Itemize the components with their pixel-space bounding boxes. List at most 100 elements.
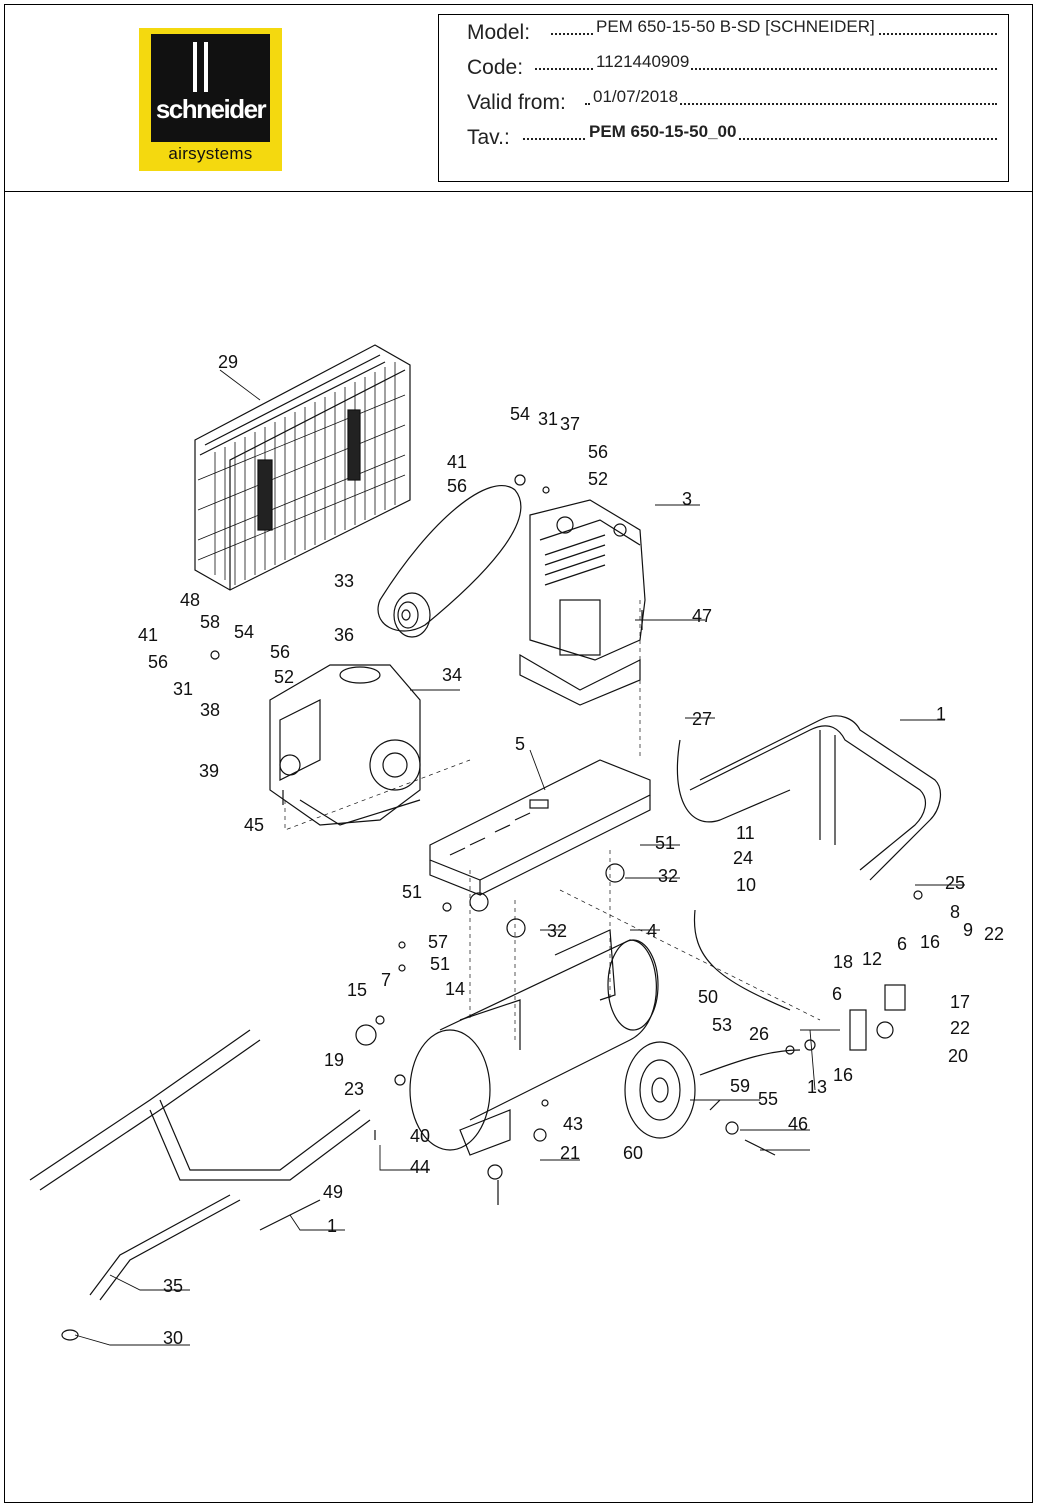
- code-value: 1121440909: [594, 52, 692, 72]
- part-callout-35: 35: [163, 1276, 183, 1296]
- part-callout-7: 7: [381, 970, 391, 990]
- part-callout-22: 22: [984, 924, 1004, 944]
- part-callout-41: 41: [138, 625, 158, 645]
- valid-value: 01/07/2018: [591, 87, 681, 107]
- part-callout-49: 49: [323, 1182, 343, 1202]
- model-value: PEM 650-15-50 B-SD [SCHNEIDER]: [594, 17, 877, 37]
- part-callout-26: 26: [749, 1024, 769, 1044]
- tav-row: Tav.: PEM 650-15-50_00: [467, 122, 997, 154]
- part-callout-33: 33: [334, 571, 354, 591]
- part-callout-58: 58: [200, 612, 220, 632]
- part-callout-54: 54: [510, 404, 530, 424]
- belt-guard-grille: [194, 344, 411, 591]
- part-callout-25: 25: [945, 873, 965, 893]
- model-label: Model:: [467, 21, 531, 44]
- valid-row: Valid from: 01/07/2018: [467, 87, 997, 119]
- pressure-regulator: [849, 984, 906, 1051]
- part-callout-4: 4: [647, 921, 657, 941]
- part-callout-47: 47: [692, 606, 712, 626]
- part-callout-52: 52: [274, 667, 294, 687]
- part-callout-48: 48: [180, 590, 200, 610]
- part-callout-30: 30: [163, 1328, 183, 1348]
- carry-handle: [61, 1194, 241, 1341]
- petrol-engine: [269, 664, 421, 826]
- pressure-pipe: [693, 909, 791, 1011]
- part-callout-23: 23: [344, 1079, 364, 1099]
- part-callout-51: 51: [655, 833, 675, 853]
- part-callout-53: 53: [712, 1015, 732, 1035]
- part-callout-37: 37: [560, 414, 580, 434]
- code-row: Code: 1121440909: [467, 52, 997, 84]
- mounting-plate: [429, 759, 651, 896]
- tav-value: PEM 650-15-50_00: [587, 122, 739, 142]
- part-callout-39: 39: [199, 761, 219, 781]
- part-callout-20: 20: [948, 1046, 968, 1066]
- part-callout-1: 1: [327, 1216, 337, 1236]
- callout-leaders: [74, 369, 965, 1346]
- part-callout-56: 56: [447, 476, 467, 496]
- wheel: [624, 1041, 696, 1139]
- part-callout-14: 14: [445, 979, 465, 999]
- engine-pulley: [393, 592, 431, 638]
- tav-label: Tav.:: [467, 126, 510, 149]
- part-callout-6: 6: [832, 984, 842, 1004]
- part-callout-16: 16: [920, 932, 940, 952]
- part-callout-9: 9: [963, 920, 973, 940]
- part-callout-51: 51: [430, 954, 450, 974]
- part-callout-15: 15: [347, 980, 367, 1000]
- air-hose: [699, 1049, 801, 1076]
- logo-brand-text: schneider: [155, 94, 267, 124]
- exploded-parts-diagram: 2954313741565652333474858415456315652383…: [29, 344, 1004, 1348]
- part-callout-31: 31: [173, 679, 193, 699]
- part-callout-55: 55: [758, 1089, 778, 1109]
- part-callout-54: 54: [234, 622, 254, 642]
- part-callout-41: 41: [447, 452, 467, 472]
- part-callout-56: 56: [148, 652, 168, 672]
- brand-logo: schneider airsystems: [139, 28, 282, 171]
- parts-drawing: [29, 344, 942, 1341]
- part-callout-21: 21: [560, 1143, 580, 1163]
- page-frame: [4, 4, 1033, 1503]
- part-callout-56: 56: [270, 642, 290, 662]
- part-callout-43: 43: [563, 1114, 583, 1134]
- part-callout-52: 52: [588, 469, 608, 489]
- part-callout-40: 40: [410, 1126, 430, 1146]
- part-callout-22: 22: [950, 1018, 970, 1038]
- part-callout-36: 36: [334, 625, 354, 645]
- part-callout-29: 29: [218, 352, 238, 372]
- air-tank: [409, 929, 659, 1156]
- handle-frame-right: [689, 715, 942, 881]
- logo-black-panel: [151, 34, 270, 142]
- code-label: Code:: [467, 56, 524, 79]
- handle-frame-left: [29, 1029, 371, 1231]
- part-callout-38: 38: [200, 700, 220, 720]
- part-callout-3: 3: [682, 489, 692, 509]
- part-callout-34: 34: [442, 665, 462, 685]
- part-callout-10: 10: [736, 875, 756, 895]
- part-callout-8: 8: [950, 902, 960, 922]
- part-callout-17: 17: [950, 992, 970, 1012]
- part-callout-32: 32: [658, 866, 678, 886]
- part-callout-32: 32: [547, 921, 567, 941]
- part-callout-11: 11: [736, 823, 755, 843]
- part-callout-1: 1: [936, 704, 946, 724]
- part-callout-44: 44: [410, 1157, 430, 1177]
- part-callout-51: 51: [402, 882, 422, 902]
- part-callout-45: 45: [244, 815, 264, 835]
- part-callout-19: 19: [324, 1050, 344, 1070]
- logo-subtitle: airsystems: [168, 144, 253, 163]
- part-callout-60: 60: [623, 1143, 643, 1163]
- model-row: Model: PEM 650-15-50 B-SD [SCHNEIDER]: [467, 17, 997, 49]
- part-callout-31: 31: [538, 409, 558, 429]
- part-callout-13: 13: [807, 1077, 827, 1097]
- part-callout-56: 56: [588, 442, 608, 462]
- part-callout-59: 59: [730, 1076, 750, 1096]
- part-callout-27: 27: [692, 709, 712, 729]
- part-callout-18: 18: [833, 952, 853, 972]
- part-callout-12: 12: [862, 949, 882, 969]
- part-callout-57: 57: [428, 932, 448, 952]
- part-callout-5: 5: [515, 734, 525, 754]
- header-divider: [4, 191, 1033, 192]
- delivery-hose: [676, 739, 791, 823]
